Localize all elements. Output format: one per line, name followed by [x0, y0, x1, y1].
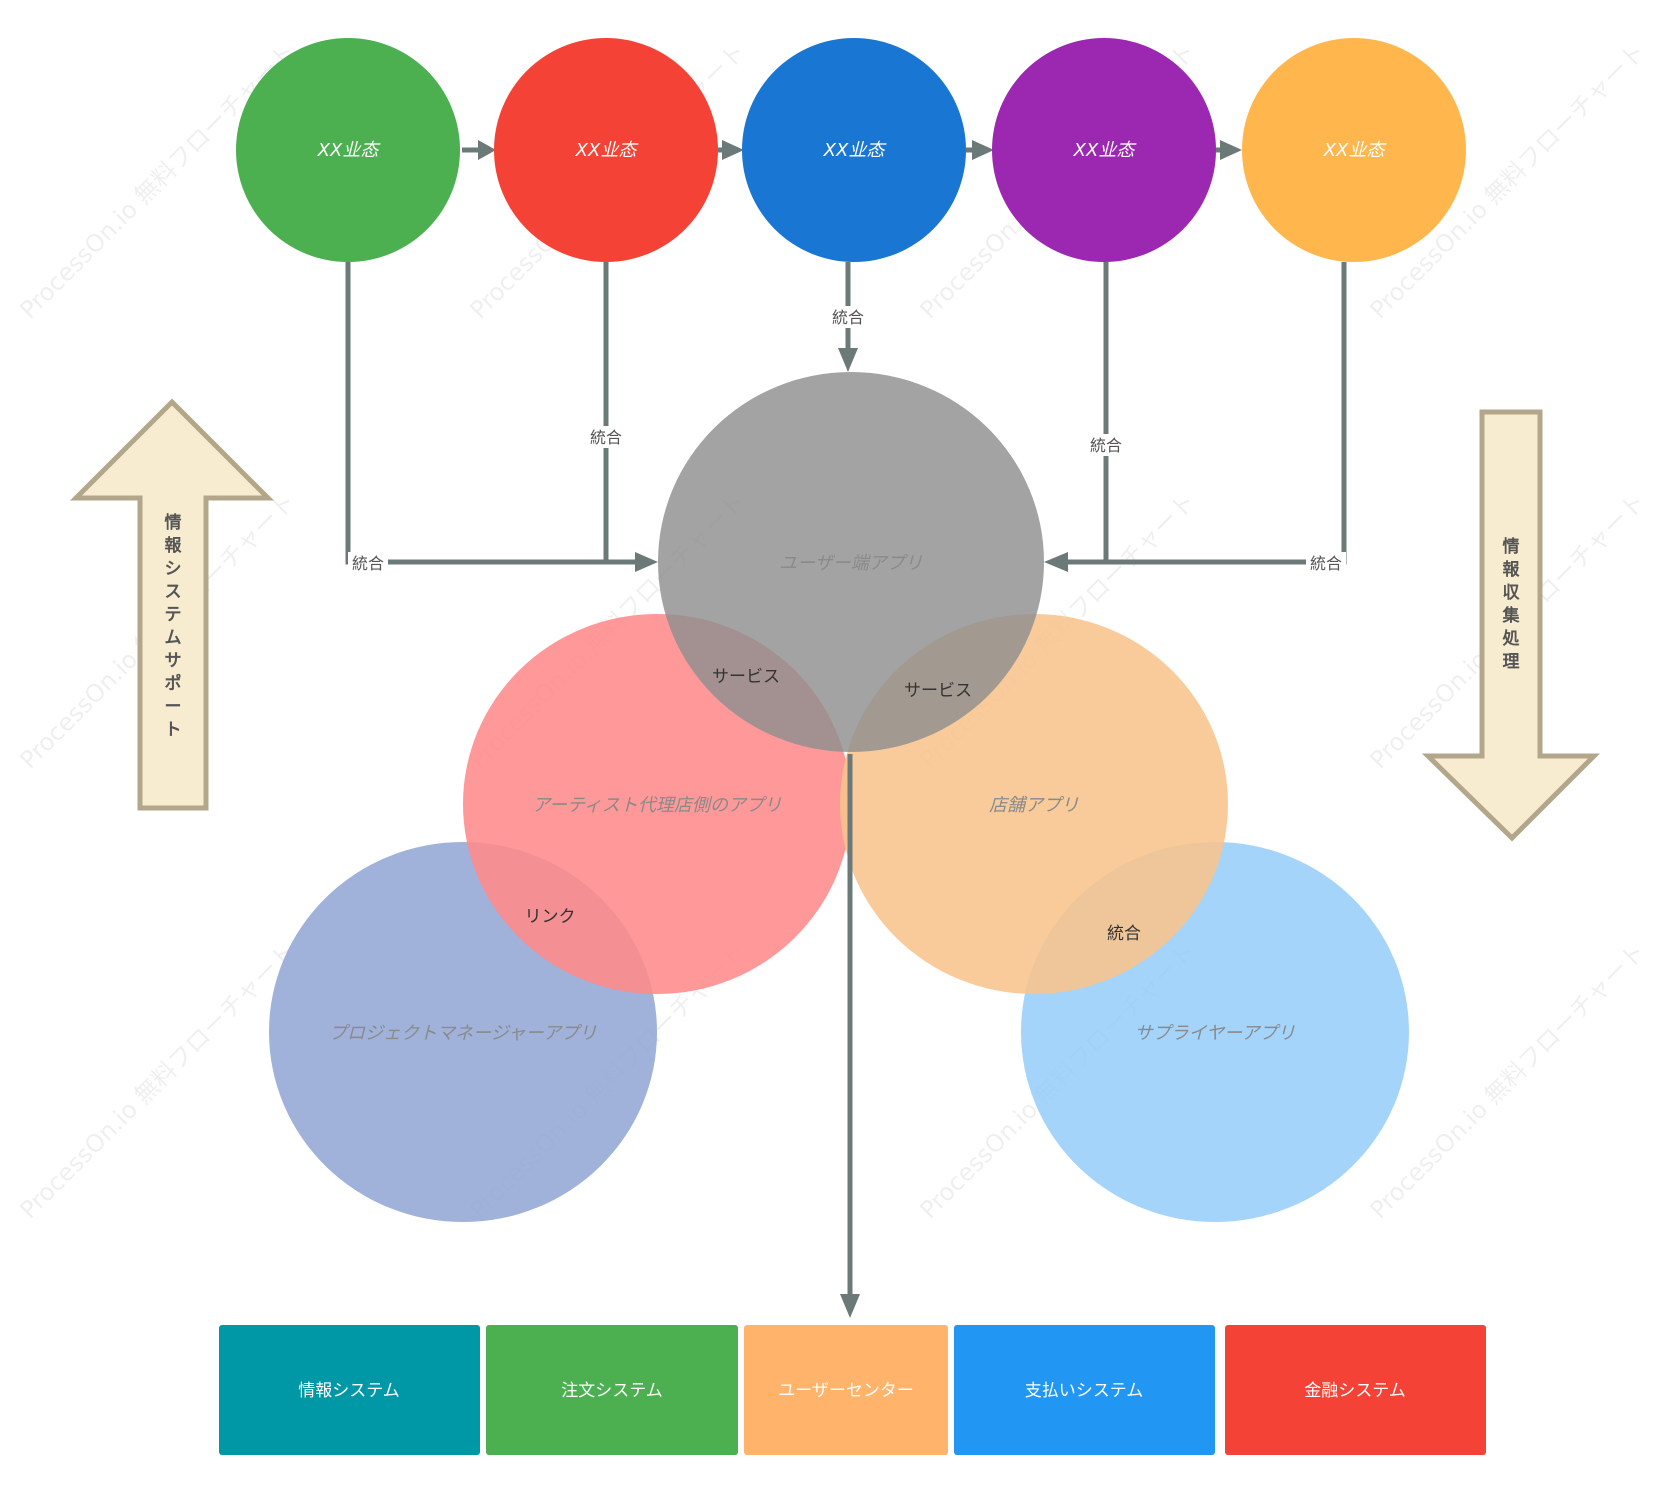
business-circle-label: XX业态: [1073, 140, 1138, 161]
arrowhead: [840, 1294, 860, 1318]
venn-label-right: 店舗アプリ: [989, 795, 1079, 816]
edge-label-bg: [586, 426, 626, 448]
center-down-connector: [840, 754, 860, 1318]
arrowhead: [1220, 140, 1242, 160]
system-box-payment[interactable]: [954, 1325, 1215, 1455]
system-box-label: ユーザーセンター: [778, 1381, 914, 1401]
system-box-order[interactable]: [486, 1325, 738, 1455]
system-box-label: 金融システム: [1304, 1381, 1406, 1401]
side-arrow-left: 情報システムサポート: [69, 398, 275, 811]
venn-circle-center[interactable]: [658, 372, 1044, 752]
arrowhead: [972, 140, 994, 160]
arrowhead: [635, 552, 658, 572]
overlap-label-left-bottom: リンク: [525, 907, 576, 927]
side-label-left: 情報システムサポート: [165, 512, 183, 740]
top-circles: XX业态 XX业态 XX业态 XX业态 XX业态: [236, 38, 1466, 262]
edge-label-left-inner: 統合: [590, 428, 622, 447]
business-circle-1[interactable]: [236, 38, 460, 262]
venn-label-center: ユーザー端アプリ: [779, 553, 923, 574]
overlap-label-right-bottom: 統合: [1107, 924, 1141, 944]
edge-label-bg: [1086, 434, 1126, 456]
edge-label-right-outer: 統合: [1310, 554, 1342, 573]
venn-label-bottom-right: サプライヤーアプリ: [1135, 1023, 1296, 1044]
system-box-info[interactable]: [219, 1325, 480, 1455]
edge-label-center: 統合: [832, 308, 864, 327]
edge-label-bg: [348, 552, 388, 574]
overlap-label-center-right: サービス: [904, 681, 972, 701]
arrowhead: [1044, 552, 1068, 572]
system-box-finance[interactable]: [1225, 1325, 1486, 1455]
edge-label-right-inner: 統合: [1090, 436, 1122, 455]
business-circle-label: XX业态: [1323, 140, 1388, 161]
side-label-right: 情報収集処理: [1502, 536, 1521, 672]
business-circle-2[interactable]: [494, 38, 718, 262]
business-circle-3[interactable]: [742, 38, 966, 262]
venn-label-bottom-left: プロジェクトマネージャーアプリ: [329, 1023, 597, 1044]
system-boxes: 情報システム 注文システム ユーザーセンター 支払いシステム 金融システム: [219, 1325, 1486, 1455]
edge-labels: 統合 統合 統合 統合 統合: [348, 306, 1346, 574]
side-arrow-right: 情報収集処理: [1421, 409, 1601, 842]
system-box-label: 情報システム: [298, 1381, 400, 1401]
down-arrow-shape: [1421, 409, 1601, 842]
edge-label-left-outer: 統合: [352, 554, 384, 573]
venn-label-left: アーティスト代理店側のアプリ: [532, 795, 782, 816]
edge-label-bg: [828, 306, 868, 328]
overlap-label-center-left: サービス: [712, 667, 780, 687]
arrowhead: [722, 140, 744, 160]
watermark: ProcessOn.io 無料フローチャート: [14, 937, 301, 1224]
business-circle-4[interactable]: [992, 38, 1216, 262]
up-arrow-shape: [69, 398, 275, 811]
business-circle-label: XX业态: [575, 140, 640, 161]
business-circle-5[interactable]: [1242, 38, 1466, 262]
top-chain-connectors: [462, 140, 1242, 160]
business-circle-label: XX业态: [317, 140, 382, 161]
edge-label-bg: [1306, 552, 1346, 574]
watermark: ProcessOn.io 無料フローチャート: [1364, 937, 1651, 1224]
arrowhead: [478, 140, 496, 160]
system-box-label: 支払いシステム: [1025, 1381, 1144, 1401]
venn-diagram: ユーザー端アプリ アーティスト代理店側のアプリ 店舗アプリ プロジェクトマネージ…: [269, 372, 1409, 1222]
business-circle-label: XX业态: [823, 140, 888, 161]
system-box-label: 注文システム: [561, 1381, 663, 1401]
arrowhead: [838, 348, 858, 372]
system-box-user-center[interactable]: [744, 1325, 948, 1455]
